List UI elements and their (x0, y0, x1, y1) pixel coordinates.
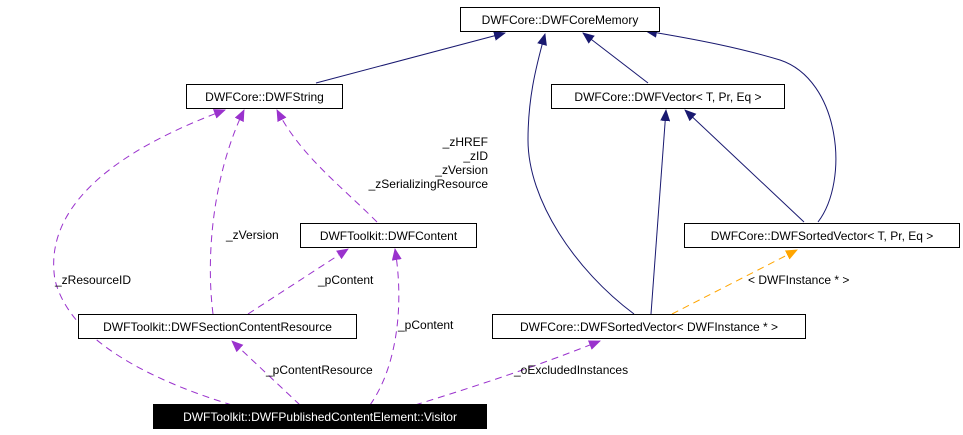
label-zversion: _zVersion (226, 228, 279, 242)
node-dwftoolkit-content[interactable]: DWFToolkit::DWFContent (300, 223, 477, 248)
edge-visitor-content (369, 248, 402, 406)
label-zserializingresource: _zSerializingResource (368, 177, 488, 191)
node-dwfcore-vector[interactable]: DWFCore::DWFVector< T, Pr, Eq > (551, 84, 785, 109)
edge-section-content (247, 248, 349, 315)
label-zhref: _zHREF (442, 135, 488, 149)
edge-string-memory (315, 30, 506, 84)
edge-sortedvector-memory (645, 27, 837, 223)
node-dwfcore-memory[interactable]: DWFCore::DWFCoreMemory (460, 7, 660, 32)
node-dwftoolkit-section-content-resource[interactable]: DWFToolkit::DWFSectionContentResource (78, 314, 357, 339)
node-dwftoolkit-visitor[interactable]: DWFToolkit::DWFPublishedContentElement::… (153, 404, 487, 429)
node-dwfcore-sorted-vector-instance[interactable]: DWFCore::DWFSortedVector< DWFInstance * … (492, 314, 806, 339)
label-zversion-content: _zVersion (435, 163, 488, 177)
edge-visitor-sortedinstance (414, 340, 601, 406)
edge-sortedinstance-vector (650, 109, 671, 315)
label-template-arg: < DWFInstance * > (748, 273, 850, 287)
edge-section-string-zversion (209, 109, 245, 315)
edge-content-string (276, 109, 378, 223)
node-dwfcore-sorted-vector[interactable]: DWFCore::DWFSortedVector< T, Pr, Eq > (684, 223, 960, 248)
node-dwfcore-string[interactable]: DWFCore::DWFString (186, 84, 343, 109)
label-zresourceid: _zResourceID (55, 273, 132, 287)
label-oexcludedinstances: _oExcludedInstances (514, 363, 629, 377)
label-pcontent-section: _pContent (318, 273, 374, 287)
label-pcontentresource: _pContentResource (266, 363, 373, 377)
edge-visitor-section (231, 340, 301, 406)
label-pcontent-visitor: _pContent (398, 318, 454, 332)
edge-sortedinstance-memory (527, 33, 635, 315)
label-zid: _zID (463, 149, 488, 163)
edge-vector-memory (582, 32, 649, 84)
label-content-string-members: _zHREF _zID _zVersion _zSerializingResou… (340, 135, 488, 191)
edge-visitor-string-zresourceid (53, 109, 233, 406)
edge-sortedvector-vector (684, 109, 805, 223)
